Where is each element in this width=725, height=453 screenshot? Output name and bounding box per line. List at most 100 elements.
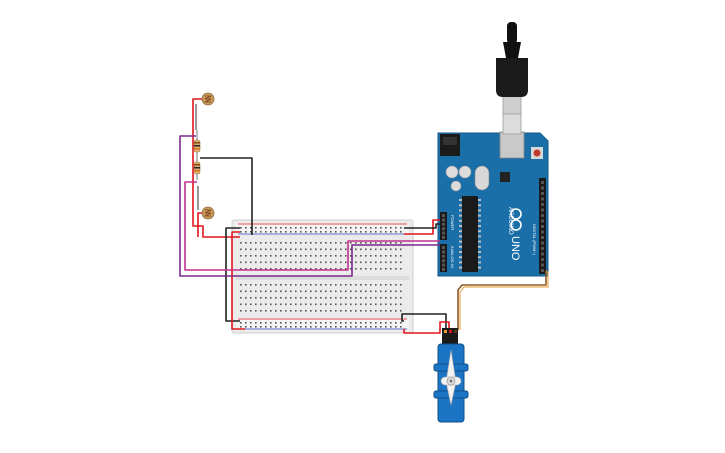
breadboard-hole[interactable] (375, 255, 377, 257)
breadboard-hole[interactable] (395, 322, 397, 324)
breadboard-hole[interactable] (290, 322, 292, 324)
breadboard-hole[interactable] (335, 261, 337, 264)
breadboard-hole[interactable] (255, 227, 257, 229)
breadboard-hole[interactable] (285, 310, 287, 312)
breadboard-hole[interactable] (375, 326, 377, 328)
breadboard-hole[interactable] (365, 303, 367, 306)
breadboard-hole[interactable] (260, 326, 262, 328)
breadboard-hole[interactable] (245, 297, 247, 299)
header-pin[interactable] (442, 250, 445, 254)
breadboard-hole[interactable] (370, 261, 372, 264)
breadboard-hole[interactable] (395, 310, 397, 312)
breadboard-hole[interactable] (285, 326, 287, 328)
header-pin[interactable] (541, 186, 544, 190)
breadboard-hole[interactable] (265, 248, 267, 251)
breadboard-hole[interactable] (260, 310, 262, 312)
breadboard-hole[interactable] (350, 310, 352, 312)
breadboard-hole[interactable] (270, 227, 272, 229)
breadboard-hole[interactable] (365, 284, 367, 286)
breadboard-hole[interactable] (265, 284, 267, 286)
breadboard-hole[interactable] (395, 248, 397, 251)
breadboard-hole[interactable] (270, 297, 272, 299)
breadboard-hole[interactable] (365, 248, 367, 251)
breadboard-hole[interactable] (275, 326, 277, 328)
breadboard-hole[interactable] (325, 268, 327, 270)
breadboard-hole[interactable] (305, 231, 307, 233)
breadboard-hole[interactable] (385, 242, 387, 244)
breadboard-hole[interactable] (310, 227, 312, 229)
breadboard-hole[interactable] (265, 290, 267, 293)
breadboard-hole[interactable] (375, 242, 377, 244)
breadboard-hole[interactable] (315, 242, 317, 244)
breadboard-hole[interactable] (380, 290, 382, 293)
breadboard-hole[interactable] (315, 227, 317, 229)
breadboard-hole[interactable] (285, 227, 287, 229)
breadboard-hole[interactable] (345, 297, 347, 299)
breadboard-hole[interactable] (310, 284, 312, 286)
breadboard-hole[interactable] (390, 261, 392, 264)
breadboard-hole[interactable] (295, 310, 297, 312)
breadboard-hole[interactable] (400, 297, 402, 299)
breadboard-hole[interactable] (245, 310, 247, 312)
breadboard-hole[interactable] (370, 290, 372, 293)
breadboard-hole[interactable] (340, 231, 342, 233)
header-pin[interactable] (442, 263, 445, 267)
breadboard-hole[interactable] (370, 322, 372, 324)
breadboard-hole[interactable] (335, 242, 337, 244)
breadboard-hole[interactable] (300, 255, 302, 257)
breadboard-hole[interactable] (380, 326, 382, 328)
breadboard-hole[interactable] (335, 255, 337, 257)
breadboard-hole[interactable] (310, 303, 312, 306)
breadboard-hole[interactable] (375, 268, 377, 270)
breadboard-hole[interactable] (365, 242, 367, 244)
breadboard-hole[interactable] (280, 242, 282, 244)
breadboard-hole[interactable] (370, 268, 372, 270)
breadboard-hole[interactable] (390, 248, 392, 251)
breadboard-hole[interactable] (250, 248, 252, 251)
header-pin[interactable] (442, 259, 445, 263)
breadboard-hole[interactable] (320, 297, 322, 299)
breadboard-hole[interactable] (315, 290, 317, 293)
breadboard-hole[interactable] (290, 284, 292, 286)
breadboard-hole[interactable] (300, 322, 302, 324)
breadboard-hole[interactable] (355, 227, 357, 229)
breadboard-hole[interactable] (335, 227, 337, 229)
breadboard-hole[interactable] (290, 261, 292, 264)
breadboard-hole[interactable] (345, 284, 347, 286)
breadboard-hole[interactable] (360, 242, 362, 244)
breadboard-hole[interactable] (370, 303, 372, 306)
breadboard-hole[interactable] (265, 297, 267, 299)
breadboard-hole[interactable] (355, 310, 357, 312)
breadboard-hole[interactable] (385, 284, 387, 286)
breadboard-hole[interactable] (330, 303, 332, 306)
breadboard-hole[interactable] (290, 248, 292, 251)
breadboard-hole[interactable] (330, 322, 332, 324)
breadboard-hole[interactable] (320, 290, 322, 293)
breadboard-hole[interactable] (390, 322, 392, 324)
breadboard-hole[interactable] (285, 290, 287, 293)
breadboard-hole[interactable] (350, 242, 352, 244)
breadboard-hole[interactable] (260, 242, 262, 244)
breadboard-hole[interactable] (300, 268, 302, 270)
breadboard-hole[interactable] (300, 310, 302, 312)
header-pin[interactable] (541, 236, 544, 239)
breadboard-hole[interactable] (265, 227, 267, 229)
breadboard-hole[interactable] (395, 290, 397, 293)
breadboard-hole[interactable] (380, 322, 382, 324)
breadboard-hole[interactable] (285, 322, 287, 324)
breadboard-hole[interactable] (335, 322, 337, 324)
breadboard-hole[interactable] (310, 248, 312, 251)
breadboard-hole[interactable] (285, 261, 287, 264)
breadboard-hole[interactable] (250, 303, 252, 306)
breadboard-hole[interactable] (250, 261, 252, 264)
breadboard-hole[interactable] (325, 326, 327, 328)
breadboard-hole[interactable] (370, 248, 372, 251)
breadboard-hole[interactable] (370, 284, 372, 286)
breadboard-hole[interactable] (355, 322, 357, 324)
breadboard-hole[interactable] (320, 242, 322, 244)
header-pin[interactable] (541, 252, 544, 256)
breadboard-hole[interactable] (330, 248, 332, 251)
breadboard-hole[interactable] (360, 268, 362, 270)
breadboard-hole[interactable] (270, 242, 272, 244)
breadboard-hole[interactable] (305, 248, 307, 251)
